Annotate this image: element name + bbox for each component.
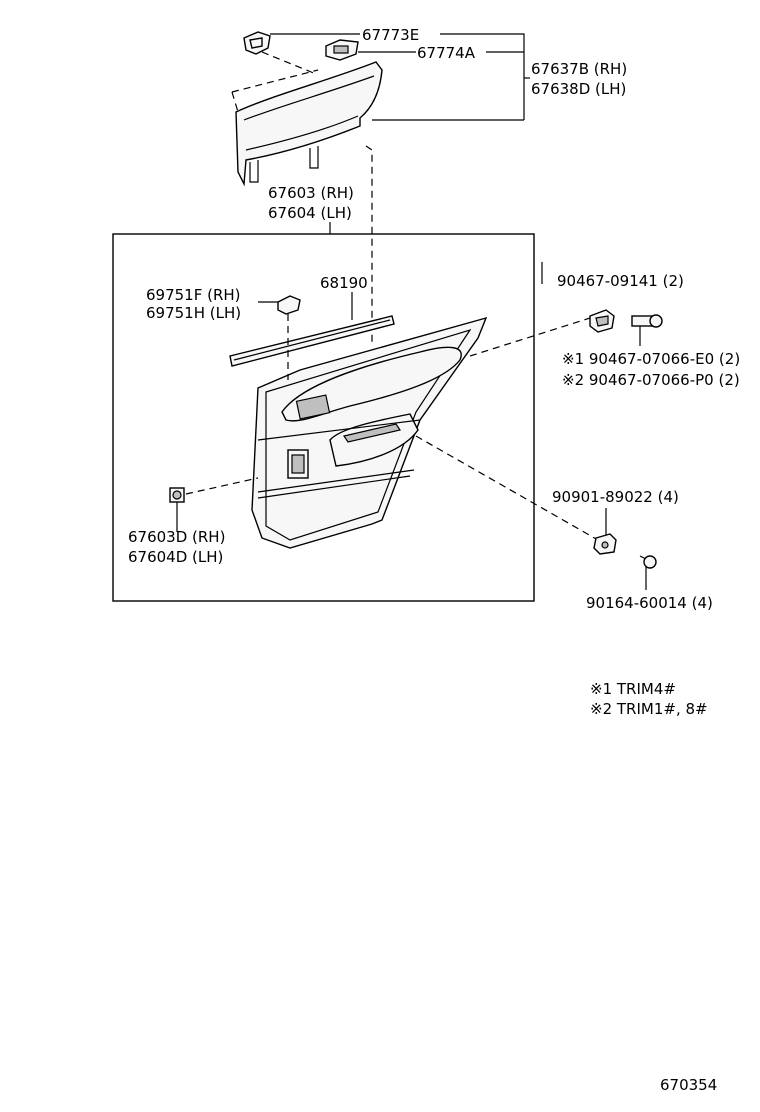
label-67637b: 67637B (RH) bbox=[531, 60, 627, 78]
door-horizontal-line bbox=[257, 419, 421, 441]
label-69751f: 69751F (RH) bbox=[146, 286, 241, 304]
clip-69751f-drawing bbox=[277, 295, 301, 315]
note-trim-1: ※1 TRIM4# bbox=[590, 680, 676, 698]
door-lower-trim-line2 bbox=[257, 475, 411, 499]
weatherstrip-68190-drawing bbox=[229, 315, 395, 367]
upper-panel-tab-right bbox=[309, 146, 319, 169]
label-67603d: 67603D (RH) bbox=[128, 528, 225, 546]
label-90901-89022: 90901-89022 (4) bbox=[552, 488, 679, 506]
label-67773e: 67773E bbox=[362, 26, 419, 44]
door-trim-inner-outline bbox=[265, 328, 472, 541]
guide-handle-to-90901 bbox=[415, 435, 599, 541]
label-67604d: 67604D (LH) bbox=[128, 548, 223, 566]
upper-panel-drawing bbox=[235, 61, 383, 187]
door-trim-box bbox=[112, 233, 535, 602]
door-window-switch-hole bbox=[295, 394, 331, 420]
upper-panel-tab-left bbox=[249, 160, 259, 183]
fastener-67603d-drawing bbox=[169, 487, 185, 503]
guide-panel-left bbox=[231, 91, 239, 113]
note-trim-2: ※2 TRIM1#, 8# bbox=[590, 700, 708, 718]
guide-clip-to-panel bbox=[261, 51, 317, 75]
upper-panel-edge bbox=[243, 75, 375, 121]
label-90467-09141: 90467-09141 (2) bbox=[557, 272, 684, 290]
diagram-code: 670354 bbox=[660, 1076, 717, 1094]
guide-panel-to-door bbox=[365, 145, 373, 346]
label-90164-60014: 90164-60014 (4) bbox=[586, 594, 713, 612]
leader-67773e-right bbox=[440, 33, 525, 120]
weatherstrip-68190-ridge bbox=[233, 319, 391, 361]
door-trim-assembly bbox=[229, 295, 488, 549]
guide-panel-outline bbox=[231, 69, 319, 93]
label-68190: 68190 bbox=[320, 274, 368, 292]
guide-67603d bbox=[185, 477, 259, 495]
armrest-upper-assembly bbox=[231, 31, 383, 346]
label-67604: 67604 (LH) bbox=[268, 204, 352, 222]
screw-90164-60014-drawing bbox=[639, 555, 657, 569]
guide-armrest-to-90467 bbox=[469, 317, 591, 357]
label-90467-07066-p0: ※2 90467-07066-P0 (2) bbox=[562, 371, 740, 389]
label-67603: 67603 (RH) bbox=[268, 184, 354, 202]
door-lower-trim-line bbox=[257, 469, 415, 493]
clip-90901-89022-drawing bbox=[593, 533, 617, 555]
label-67638d: 67638D (LH) bbox=[531, 80, 626, 98]
clip-67773e-drawing bbox=[243, 31, 271, 55]
label-90467-07066-e0: ※1 90467-07066-E0 (2) bbox=[562, 350, 740, 368]
screw-90467-07066-drawing bbox=[631, 314, 663, 328]
label-67774a: 67774A bbox=[417, 44, 476, 62]
cover-67774a-slot bbox=[333, 45, 349, 54]
clip-90467-09141-drawing bbox=[589, 309, 615, 333]
label-69751h: 69751H (LH) bbox=[146, 304, 241, 322]
door-switch-inner bbox=[291, 454, 305, 474]
upper-panel-lower-edge bbox=[245, 115, 359, 151]
door-pull-handle-inner bbox=[343, 423, 401, 443]
